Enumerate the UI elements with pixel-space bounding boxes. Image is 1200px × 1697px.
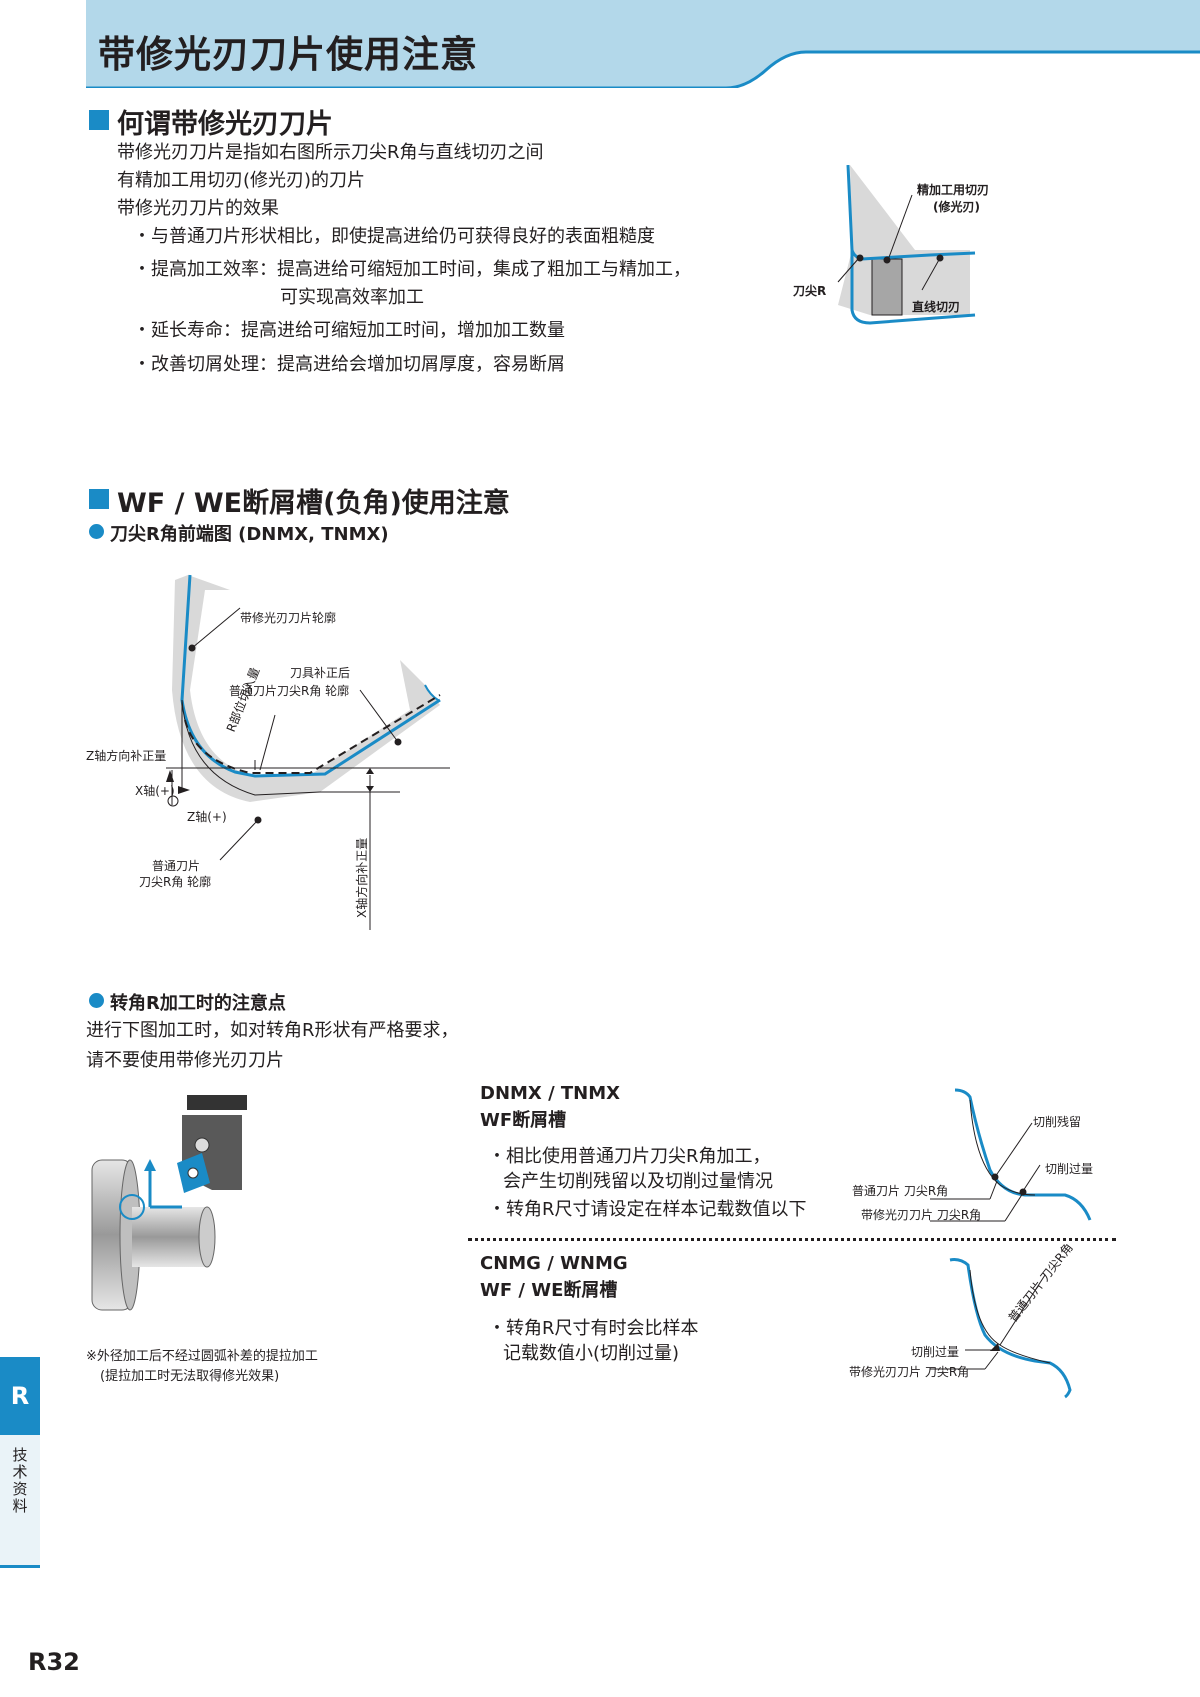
page-title: 带修光刃刀片使用注意 bbox=[98, 33, 478, 76]
dnmx-title: DNMX / TNMX bbox=[480, 1083, 621, 1104]
label-finish-edge-sub: (修光刃) bbox=[933, 200, 980, 214]
side-tab-letter[interactable]: R bbox=[0, 1357, 40, 1435]
wiper-insert-diagram bbox=[837, 165, 976, 325]
cnmg-bullet: 记载数值小(切削过量) bbox=[503, 1343, 680, 1364]
side-tab-label[interactable]: 技术资料 bbox=[0, 1435, 40, 1568]
label-x-comp: X轴方向补正量 bbox=[355, 837, 369, 918]
section-marker bbox=[89, 489, 109, 509]
section1-bullet: 可实现高效率加工 bbox=[280, 287, 424, 308]
cnmg-bullet: ・转角R尺寸有时会比样本 bbox=[488, 1318, 699, 1339]
label-wiper-contour: 带修光刃刀片轮廓 bbox=[240, 611, 337, 625]
label-nose-r: 刀尖R bbox=[793, 284, 827, 298]
page-number: R32 bbox=[28, 1648, 80, 1676]
label-over-cut: 切削过量 bbox=[911, 1345, 960, 1359]
divider bbox=[468, 1238, 1116, 1241]
sub2-line: 进行下图加工时，如对转角R形状有严格要求， bbox=[86, 1020, 459, 1041]
section2-title: WF / WE断屑槽(负角)使用注意 bbox=[117, 488, 510, 519]
section1-bullet: ・改善切屑处理：提高进给会增加切屑厚度，容易断屑 bbox=[133, 354, 565, 375]
nose-r-diagram bbox=[166, 574, 450, 930]
dnmx-bullet: ・相比使用普通刀片刀尖R角加工， bbox=[488, 1146, 771, 1167]
bullet-dot bbox=[89, 993, 104, 1008]
label-wiper-r: 带修光刃刀片 刀尖R角 bbox=[861, 1208, 982, 1222]
label-wiper-r: 带修光刃刀片 刀尖R角 bbox=[849, 1365, 970, 1379]
label-z-axis: Z轴(+) bbox=[187, 810, 227, 824]
label-after-comp-sub: 普通刀片刀尖R角 轮廓 bbox=[229, 684, 350, 698]
label-z-comp: Z轴方向补正量 bbox=[86, 749, 167, 763]
section-marker bbox=[89, 110, 109, 130]
footnote: ※外径加工后不经过圆弧补差的提拉加工 bbox=[86, 1349, 318, 1364]
label-straight-edge: 直线切刃 bbox=[912, 300, 961, 314]
cnmg-corner-diagram bbox=[930, 1258, 1072, 1399]
sub2-line: 请不要使用带修光刃刀片 bbox=[86, 1050, 284, 1071]
bullet-dot bbox=[89, 524, 104, 539]
label-after-comp: 刀具补正后 bbox=[290, 666, 351, 680]
section1-title: 何谓带修光刃刀片 bbox=[117, 109, 333, 140]
dnmx-bullet: ・转角R尺寸请设定在样本记载数值以下 bbox=[488, 1199, 807, 1220]
section1-line: 带修光刃刀片是指如右图所示刀尖R角与直线切刃之间 bbox=[117, 142, 544, 163]
header-band bbox=[86, 0, 1200, 88]
dnmx-corner-diagram bbox=[930, 1088, 1092, 1222]
section1-line: 带修光刃刀片的效果 bbox=[117, 198, 279, 219]
cnmg-subtitle: WF / WE断屑槽 bbox=[480, 1280, 618, 1301]
dnmx-bullet: 会产生切削残留以及切削过量情况 bbox=[503, 1171, 773, 1192]
label-normal: 普通刀片 bbox=[152, 859, 201, 873]
lathe-turning-diagram bbox=[91, 1095, 247, 1311]
section1-line: 有精加工用切刃(修光刃)的刀片 bbox=[117, 170, 366, 191]
section1-bullet: ・与普通刀片形状相比，即使提高进给仍可获得良好的表面粗糙度 bbox=[133, 226, 655, 247]
cnmg-title: CNMG / WNMG bbox=[480, 1253, 628, 1274]
label-normal-sub: 刀尖R角 轮廓 bbox=[139, 875, 212, 889]
section1-bullet: ・提高加工效率：提高进给可缩短加工时间，集成了粗加工与精加工， bbox=[133, 259, 691, 280]
label-finish-edge: 精加工用切刃 bbox=[917, 183, 990, 197]
sub1-title: 刀尖R角前端图 (DNMX, TNMX) bbox=[110, 524, 389, 545]
label-normal-r: 普通刀片 刀尖R角 bbox=[852, 1184, 949, 1198]
label-over-cut: 切削过量 bbox=[1045, 1162, 1094, 1176]
label-residual: 切削残留 bbox=[1033, 1115, 1082, 1129]
label-x-axis: X轴(+) bbox=[135, 784, 175, 798]
footnote-sub: (提拉加工时无法取得修光效果) bbox=[100, 1369, 280, 1384]
sub2-title: 转角R加工时的注意点 bbox=[110, 993, 286, 1014]
dnmx-subtitle: WF断屑槽 bbox=[480, 1110, 567, 1131]
section1-bullet: ・延长寿命：提高进给可缩短加工时间，增加加工数量 bbox=[133, 320, 565, 341]
